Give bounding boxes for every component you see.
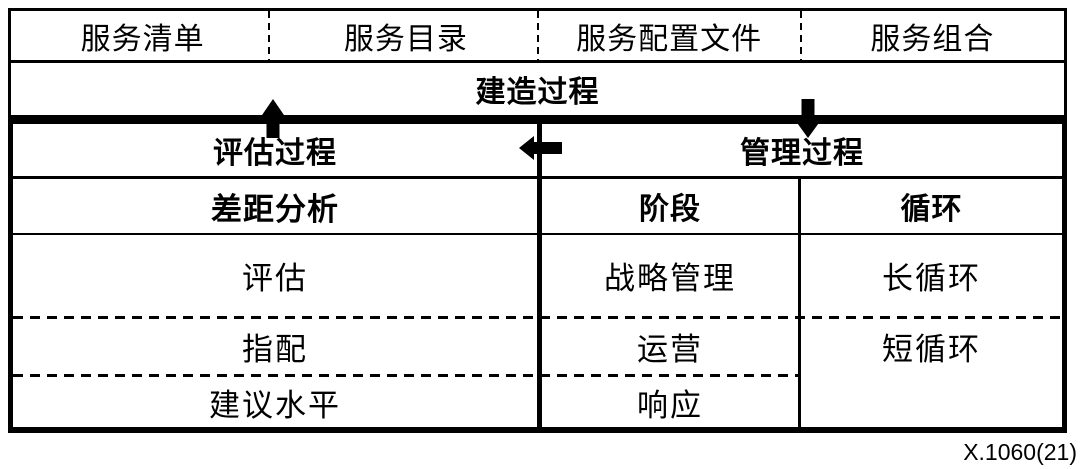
cell-long-cycle: 长循环 [882, 261, 981, 296]
management-process-label: 管理过程 [740, 137, 864, 170]
dashed-separator [800, 11, 802, 60]
cell-strategic-management: 战略管理 [604, 261, 736, 296]
center-divider [537, 124, 542, 427]
service-row: 服务清单 服务目录 服务配置文件 服务组合 [11, 11, 1064, 60]
build-process-band: 建造过程 [11, 63, 1064, 115]
service-portfolio-cell: 服务组合 [870, 22, 995, 56]
service-profile-cell: 服务配置文件 [576, 22, 763, 56]
cell-assign: 指配 [242, 332, 308, 367]
build-process-label: 建造过程 [475, 76, 600, 109]
cell-short-cycle: 短循环 [882, 332, 981, 367]
management-process-band: 管理过程 [542, 124, 1062, 176]
gap-analysis-header: 差距分析 [211, 191, 339, 227]
dashed-separator [537, 11, 539, 60]
evaluation-process-label: 评估过程 [213, 137, 337, 170]
cell-response: 响应 [637, 387, 703, 423]
service-list-cell: 服务清单 [80, 22, 205, 56]
service-build-box: 服务清单 服务目录 服务配置文件 服务组合 建造过程 [8, 8, 1067, 118]
cycle-header: 循环 [900, 193, 963, 226]
process-box: 评估过程 管理过程 差距分析 阶段 循环 评估 战略管理 长循环 指配 运营 短… [8, 118, 1067, 433]
row-divider [11, 60, 1064, 63]
dashed-row-divider [13, 374, 798, 377]
service-catalogue-cell: 服务目录 [343, 22, 468, 56]
cell-evaluate: 评估 [242, 261, 308, 296]
phase-cycle-divider [798, 176, 801, 427]
cell-operations: 运营 [637, 332, 703, 367]
evaluation-process-band: 评估过程 [13, 124, 537, 176]
dashed-separator [268, 11, 270, 60]
phase-header: 阶段 [639, 193, 701, 226]
figure-caption: X.1060(21) [963, 439, 1077, 465]
cell-recommended-level: 建议水平 [209, 387, 341, 423]
